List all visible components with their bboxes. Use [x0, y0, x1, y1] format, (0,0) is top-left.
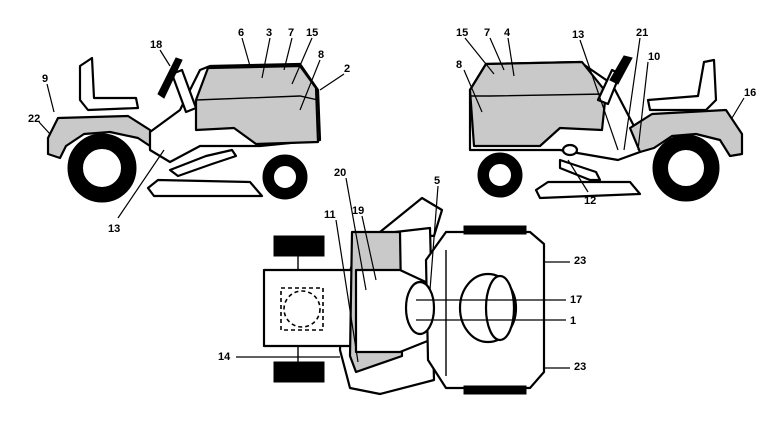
callout-labels: 9 22 18 6 3 7 15 8 2 13 15 7 4 8 13 21 1… — [28, 27, 756, 373]
top-right-rear-tire — [463, 385, 527, 395]
callout-top-20: 20 — [334, 167, 346, 179]
left-steering-column — [170, 68, 198, 114]
callout-left-15: 15 — [306, 27, 318, 39]
callout-left-2: 2 — [344, 63, 350, 75]
right-hood-line — [470, 93, 607, 97]
callout-right-8: 8 — [456, 59, 462, 71]
top-view — [262, 196, 546, 396]
callout-left-22: 22 — [28, 113, 40, 125]
right-front-wheel-hub — [487, 162, 513, 188]
callout-top-17: 17 — [570, 294, 582, 306]
callout-left-8: 8 — [318, 49, 324, 61]
callout-top-19: 19 — [352, 205, 364, 217]
left-seat — [78, 56, 140, 112]
left-pedal — [168, 148, 238, 178]
callout-right-21: 21 — [636, 27, 648, 39]
right-hood — [468, 60, 608, 148]
top-hood — [262, 268, 356, 348]
top-engine-dash — [280, 287, 324, 331]
top-left-front-tire — [273, 235, 325, 257]
right-lever-knob — [561, 143, 579, 157]
left-rear-fender — [46, 114, 158, 160]
top-left-rear-tire — [463, 225, 527, 235]
top-seat-oval-inner — [484, 274, 516, 342]
callout-left-7: 7 — [288, 27, 294, 39]
callout-top-1: 1 — [570, 315, 576, 327]
top-steering-oval — [404, 280, 436, 336]
left-side-view — [46, 56, 322, 203]
right-side-view — [468, 55, 744, 202]
callout-right-16: 16 — [744, 87, 756, 99]
top-right-front-tire — [273, 361, 325, 383]
callout-right-4: 4 — [504, 27, 511, 39]
callout-left-9: 9 — [42, 73, 48, 85]
top-engine-circle — [283, 290, 321, 328]
callout-right-15: 15 — [456, 27, 468, 39]
callout-left-18: 18 — [150, 39, 162, 51]
callout-left-3: 3 — [266, 27, 272, 39]
callout-top-11: 11 — [324, 209, 336, 221]
callout-right-12: 12 — [584, 195, 596, 207]
callout-left-13: 13 — [108, 223, 120, 235]
left-steering-wheel — [157, 57, 183, 99]
right-seat — [646, 58, 718, 112]
left-mower-deck — [146, 178, 264, 198]
left-hood-line — [195, 95, 319, 101]
right-rear-fender — [628, 108, 744, 158]
right-mower-deck — [534, 180, 642, 200]
callout-top-5: 5 — [434, 175, 440, 187]
callout-top-23b: 23 — [574, 361, 586, 373]
callout-right-10: 10 — [648, 51, 660, 63]
callout-top-14: 14 — [218, 351, 231, 363]
callout-top-23a: 23 — [574, 255, 586, 267]
left-rear-wheel-hub — [81, 147, 123, 189]
callout-left-6: 6 — [238, 27, 244, 39]
leader-lines — [38, 37, 745, 369]
right-lever — [558, 158, 602, 182]
callout-right-7: 7 — [484, 27, 490, 39]
left-hood — [194, 64, 320, 146]
callout-right-13: 13 — [572, 29, 584, 41]
right-rear-wheel-hub — [666, 148, 706, 188]
left-front-wheel-hub — [272, 164, 298, 190]
right-steering-wheel — [609, 55, 633, 85]
